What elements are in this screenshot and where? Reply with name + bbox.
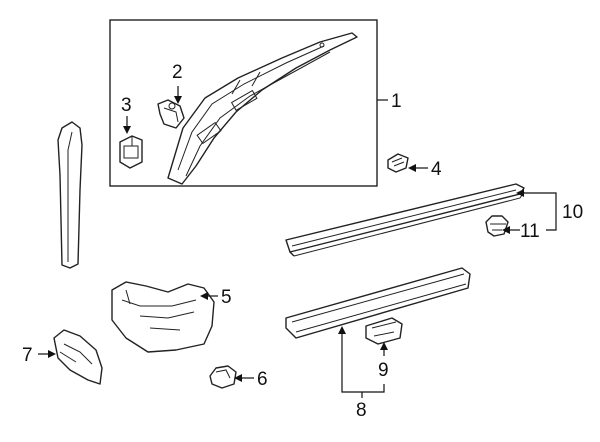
callout-labels: 1 2 3 4 5 6 7 8 9 10 11 — [22, 62, 583, 421]
inset-frame — [109, 19, 378, 187]
part-2-clip[interactable] — [157, 99, 185, 129]
part-11-clip[interactable] — [485, 215, 509, 237]
part-6-cap[interactable] — [209, 365, 237, 389]
callout-7: 7 — [22, 345, 33, 366]
part-7-bracket[interactable] — [53, 329, 103, 385]
callout-8: 8 — [356, 400, 367, 421]
callout-11: 11 — [520, 221, 540, 242]
callout-3: 3 — [121, 95, 132, 116]
part-5-lower-shield[interactable] — [111, 281, 215, 353]
callout-2: 2 — [172, 62, 183, 83]
callout-4: 4 — [431, 159, 442, 180]
callout-1: 1 — [391, 91, 402, 112]
callout-6: 6 — [257, 369, 268, 390]
part-9-clip[interactable] — [365, 317, 403, 345]
part-3-bracket[interactable] — [119, 135, 143, 169]
weatherstrip-vertical[interactable] — [57, 121, 83, 269]
callout-9: 9 — [378, 360, 389, 381]
callout-10: 10 — [562, 202, 583, 223]
callout-5: 5 — [221, 287, 232, 308]
leader-lines — [38, 86, 557, 398]
part-8-lower-scuff-plate[interactable] — [285, 267, 471, 339]
part-1-pillar-garnish[interactable] — [167, 32, 358, 185]
part-4-push-clip[interactable] — [387, 153, 409, 173]
part-10-upper-scuff-plate[interactable] — [285, 183, 525, 257]
